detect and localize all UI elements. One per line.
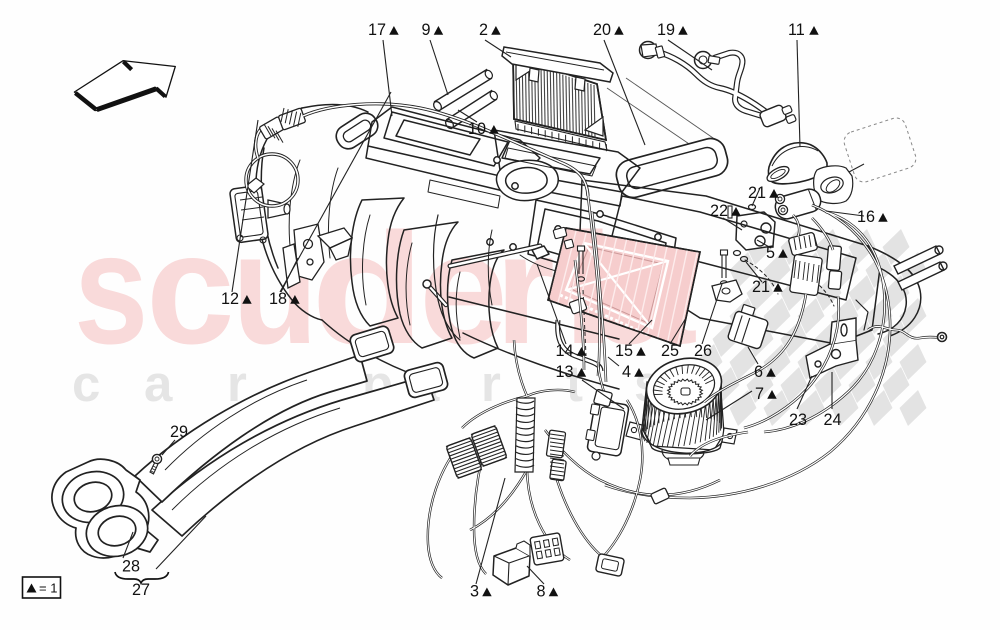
svg-text:22: 22 — [710, 202, 728, 220]
svg-text:21: 21 — [748, 184, 766, 202]
svg-text:28: 28 — [122, 558, 140, 576]
svg-text:3: 3 — [470, 583, 479, 601]
svg-text:6: 6 — [754, 363, 763, 381]
svg-text:12: 12 — [221, 290, 239, 308]
svg-text:25: 25 — [661, 342, 679, 360]
svg-text:7: 7 — [755, 385, 764, 403]
svg-text:23: 23 — [789, 411, 807, 429]
svg-text:c: c — [72, 355, 100, 412]
svg-text:13: 13 — [556, 363, 574, 381]
svg-text:26: 26 — [694, 342, 712, 360]
svg-text:16: 16 — [857, 208, 875, 226]
svg-text:18: 18 — [269, 290, 287, 308]
svg-text:27: 27 — [132, 581, 150, 599]
svg-text:r: r — [495, 201, 555, 377]
svg-text:a: a — [144, 355, 173, 412]
svg-text:11: 11 — [788, 21, 805, 39]
svg-text:17: 17 — [368, 21, 386, 39]
svg-text:4: 4 — [622, 363, 631, 381]
svg-text:24: 24 — [824, 411, 842, 429]
svg-text:= 1: = 1 — [39, 581, 57, 596]
svg-text:19: 19 — [657, 21, 675, 39]
svg-text:5: 5 — [766, 244, 775, 262]
svg-text:r: r — [481, 355, 501, 412]
svg-text:9: 9 — [422, 21, 431, 39]
svg-text:t: t — [566, 355, 583, 412]
svg-text:s: s — [74, 202, 148, 378]
svg-text:29: 29 — [170, 423, 188, 441]
svg-text:14: 14 — [556, 342, 574, 360]
svg-text:10: 10 — [468, 120, 486, 138]
svg-text:21: 21 — [752, 278, 770, 296]
svg-text:20: 20 — [593, 21, 611, 39]
svg-text:8: 8 — [537, 583, 546, 601]
svg-text:2: 2 — [479, 21, 488, 39]
svg-text:15: 15 — [615, 342, 633, 360]
svg-text:c: c — [146, 200, 235, 377]
svg-text:r: r — [227, 355, 247, 412]
